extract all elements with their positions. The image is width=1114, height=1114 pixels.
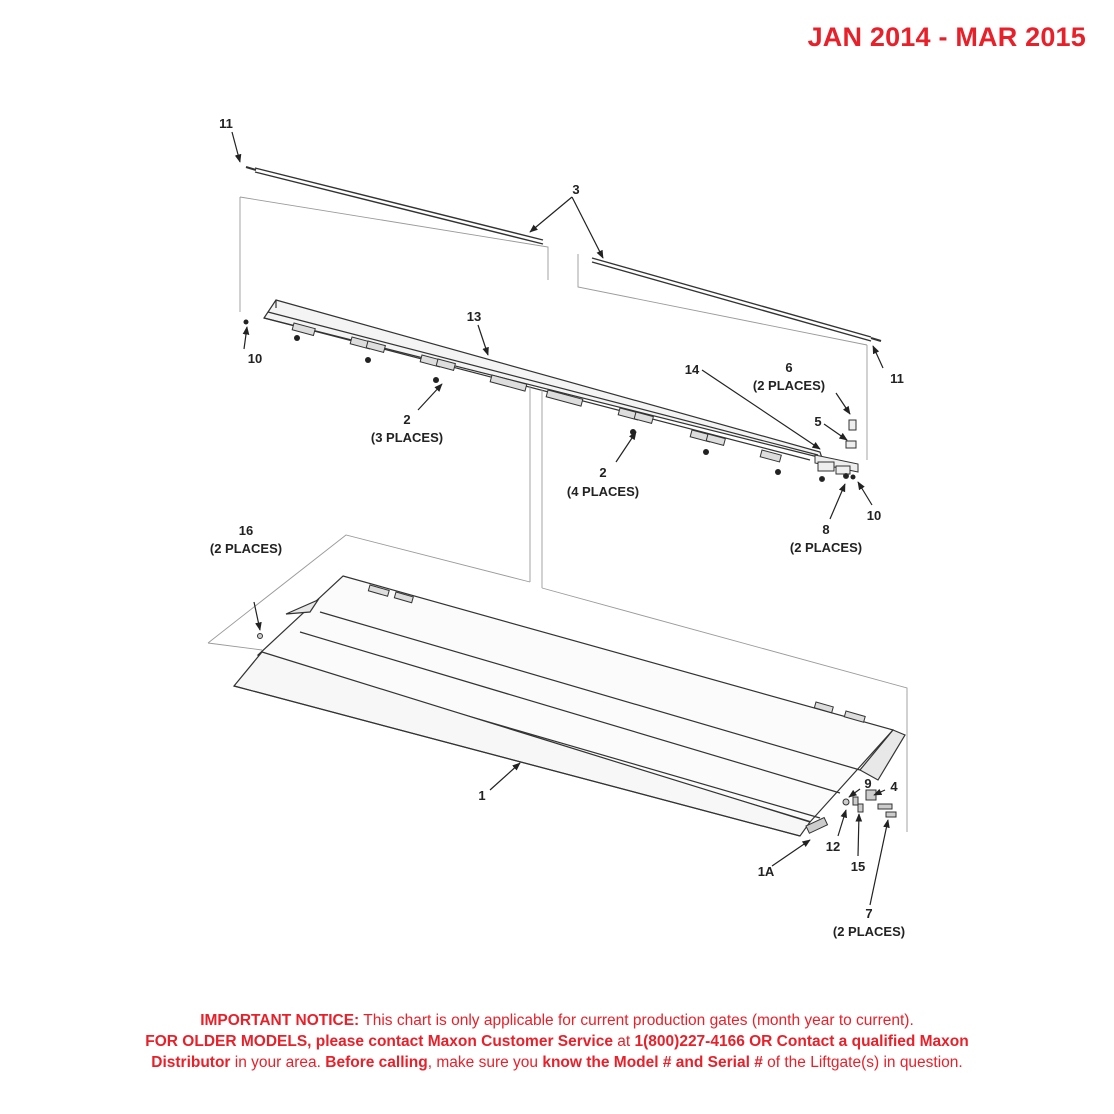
callout-16-places: (2 PLACES) <box>210 541 282 556</box>
notice-line-3-b: , make sure you <box>427 1054 543 1071</box>
platform-phantom <box>207 534 908 832</box>
hinge-bracket-assembly <box>814 419 859 482</box>
hardware-cluster <box>257 633 897 834</box>
notice-line-2: FOR OLDER MODELS, please contact Maxon C… <box>60 1031 1054 1052</box>
callout-8-places: (2 PLACES) <box>790 540 862 555</box>
hinge-pin-upper-left <box>245 166 544 245</box>
platform-top-knuckles <box>367 584 866 723</box>
callout-8: 8 <box>822 522 829 537</box>
hinge-pin-upper-right <box>591 257 882 342</box>
callout-2-left: 2 <box>403 412 410 427</box>
callout-14: 14 <box>685 362 700 377</box>
notice-before-calling: Before calling <box>325 1054 428 1071</box>
callout-10-left: 10 <box>248 351 262 366</box>
callout-13: 13 <box>467 309 481 324</box>
callout-2-right-places: (4 PLACES) <box>567 484 639 499</box>
notice-line-2-at: at <box>612 1033 635 1050</box>
callout-1a: 1A <box>758 864 775 879</box>
callout-11-top: 11 <box>219 116 233 131</box>
notice-line-1: IMPORTANT NOTICE: This chart is only app… <box>60 1010 1054 1031</box>
date-range-title: JAN 2014 - MAR 2015 <box>807 22 1086 52</box>
callout-5: 5 <box>814 414 821 429</box>
notice-line-3-end: of the Liftgate(s) in question. <box>762 1054 963 1071</box>
phantom-box-right <box>577 254 868 460</box>
callout-6-places: (2 PLACES) <box>753 378 825 393</box>
callout-6: 6 <box>785 360 792 375</box>
callout-3: 3 <box>572 182 579 197</box>
callout-12: 12 <box>826 839 840 854</box>
callout-2-right: 2 <box>599 465 606 480</box>
phantom-connectors <box>529 386 543 588</box>
callout-2-left-places: (3 PLACES) <box>371 430 443 445</box>
important-notice: IMPORTANT NOTICE: This chart is only app… <box>60 1010 1054 1073</box>
notice-line-3: Distributor in your area. Before calling… <box>60 1052 1054 1073</box>
callout-7: 7 <box>865 906 872 921</box>
notice-heading: IMPORTANT NOTICE: <box>200 1012 360 1029</box>
notice-model-serial: know the Model # and Serial # <box>542 1054 763 1071</box>
leader-arrows <box>231 131 890 906</box>
callout-7-places: (2 PLACES) <box>833 924 905 939</box>
callout-11-right: 11 <box>890 371 904 386</box>
notice-line-3-a: in your area. <box>230 1054 326 1071</box>
bolts-row <box>243 319 856 480</box>
hinge-knuckles <box>291 322 782 463</box>
callout-16: 16 <box>239 523 253 538</box>
callout-4: 4 <box>890 779 898 794</box>
platform <box>232 575 906 837</box>
notice-distributor: Distributor <box>151 1054 231 1071</box>
hinge-plate <box>263 299 823 461</box>
phantom-box-left <box>239 196 549 312</box>
callout-labels: 11 3 13 10 2 (3 PLACES) 14 6 (2 PLACES) … <box>210 116 905 939</box>
callout-10-right: 10 <box>867 508 881 523</box>
callout-9: 9 <box>864 776 871 791</box>
notice-phone: 1(800)227-4166 OR Contact a qualified Ma… <box>634 1033 969 1050</box>
callout-15: 15 <box>851 859 865 874</box>
notice-older-models: FOR OLDER MODELS, please contact Maxon C… <box>145 1033 613 1050</box>
callout-1: 1 <box>478 788 485 803</box>
notice-line-1-text: This chart is only applicable for curren… <box>359 1012 914 1029</box>
